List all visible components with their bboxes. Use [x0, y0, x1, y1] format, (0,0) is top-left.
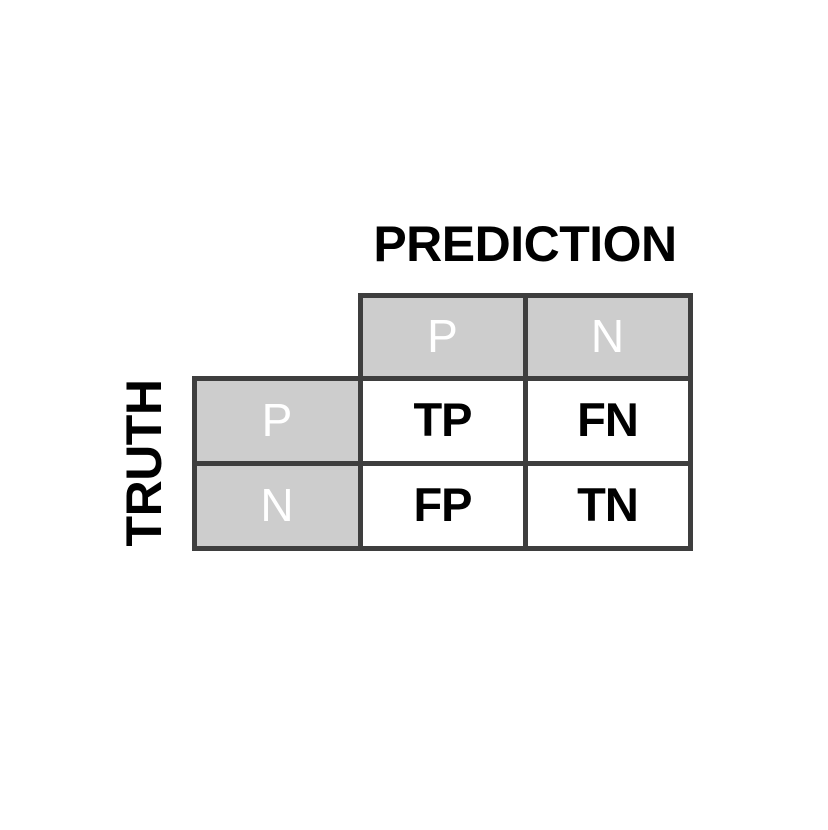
cell-true-positive: TP [357, 375, 528, 466]
cell-true-positive-label: TP [413, 393, 472, 446]
column-header-negative: N [522, 292, 693, 381]
truth-axis-title-container: TRUTH [116, 378, 172, 548]
column-header-positive: P [357, 292, 528, 381]
cell-true-negative: TN [522, 460, 693, 551]
truth-axis-title: TRUTH [116, 379, 172, 547]
cell-false-negative-label: FN [577, 393, 639, 446]
cell-true-negative-label: TN [577, 478, 639, 531]
prediction-axis-title: PREDICTION [373, 216, 677, 272]
column-header-negative-label: N [590, 309, 625, 362]
confusion-matrix-grid: P N P TP FN N FP TN [191, 292, 693, 551]
cell-false-positive: FP [357, 460, 528, 551]
row-header-negative: N [191, 460, 363, 551]
cell-false-negative: FN [522, 375, 693, 466]
row-header-negative-label: N [260, 478, 294, 531]
column-header-positive-label: P [427, 309, 458, 362]
row-header-positive-label: P [261, 393, 293, 446]
row-header-positive: P [191, 375, 363, 466]
matrix-corner-spacer [194, 295, 360, 378]
cell-false-positive-label: FP [413, 478, 472, 531]
